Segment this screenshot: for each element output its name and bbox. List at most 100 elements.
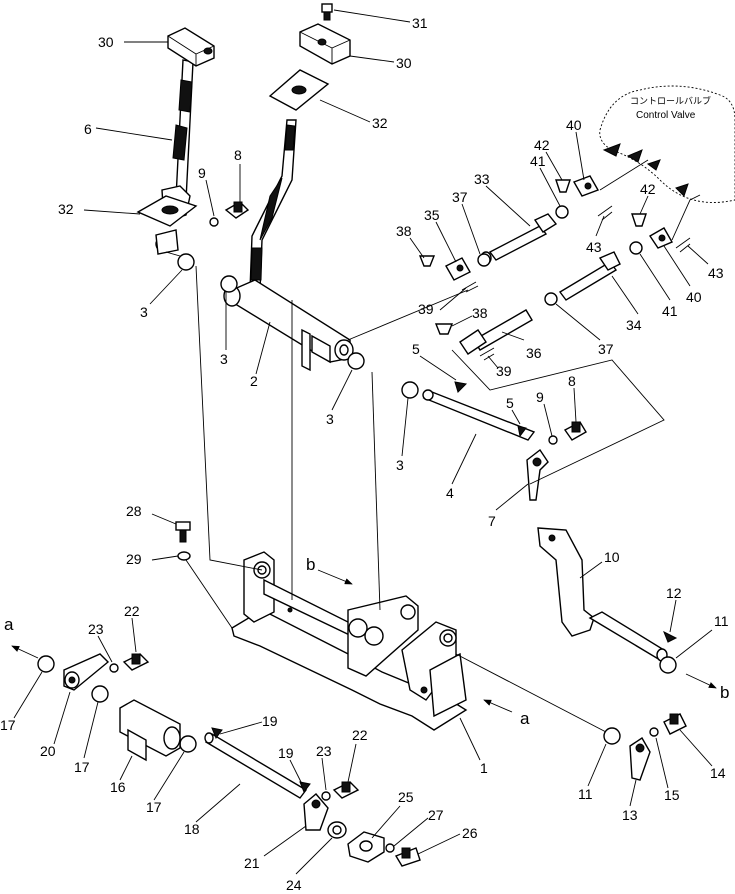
washer-24 — [327, 821, 347, 839]
valve-link-lower — [671, 194, 701, 241]
callout-42a: 42 — [534, 137, 550, 153]
callout-35: 35 — [424, 207, 440, 223]
bushing-11-upper — [659, 656, 677, 674]
callout-43b: 43 — [708, 265, 724, 281]
bushing-17-mid — [91, 685, 109, 703]
callout-17b: 17 — [74, 759, 90, 775]
callout-41a: 41 — [530, 153, 546, 169]
callout-13: 13 — [622, 807, 638, 823]
base-bracket-1 — [231, 551, 468, 731]
callout-23a: 23 — [88, 621, 104, 637]
bolt-8-lower — [548, 421, 587, 445]
nut-41-lower — [629, 241, 643, 255]
shaft-18 — [204, 727, 311, 799]
callout-15: 15 — [664, 787, 680, 803]
bolt-8-upper — [209, 201, 250, 227]
callout-27: 27 — [428, 807, 444, 823]
callout-14: 14 — [710, 765, 726, 781]
clevis-35 — [445, 257, 471, 281]
bushing-11-lower — [603, 727, 621, 745]
bolt-14 — [663, 713, 687, 735]
washer-27 — [385, 843, 395, 853]
callout-2: 2 — [250, 373, 258, 389]
view-marker-b-upper: b — [306, 555, 315, 574]
control-valve-label-en: Control Valve — [636, 110, 696, 121]
clevis-40-upper — [572, 175, 600, 197]
nut-37-upper — [477, 253, 491, 267]
bolt-31 — [321, 3, 333, 21]
callout-32a: 32 — [58, 201, 74, 217]
shaft-4 — [422, 381, 536, 441]
washer-23-left — [109, 663, 119, 673]
flange-25 — [347, 831, 385, 863]
callout-25: 25 — [398, 789, 414, 805]
bushing-3 — [177, 253, 419, 399]
knob-30-right — [299, 23, 351, 65]
callout-28: 28 — [126, 503, 142, 519]
cross-tube-2 — [223, 279, 354, 372]
callout-3c: 3 — [326, 411, 334, 427]
callout-22b: 22 — [352, 727, 368, 743]
view-marker-a-right: a — [520, 709, 530, 728]
callout-39a: 39 — [418, 301, 434, 317]
callout-3b: 3 — [220, 351, 228, 367]
washer-23-lower — [321, 791, 331, 801]
rod-33 — [480, 213, 558, 265]
callout-30a: 30 — [98, 34, 114, 50]
cotter-pin-39-lower — [479, 347, 495, 361]
callout-31: 31 — [412, 15, 428, 31]
callout-24: 24 — [286, 877, 302, 893]
callout-3a: 3 — [140, 304, 148, 320]
callout-20: 20 — [40, 743, 56, 759]
callout-5a: 5 — [412, 341, 420, 357]
boot-32-right — [268, 69, 330, 111]
bracket-16 — [119, 699, 181, 762]
callout-42b: 42 — [640, 181, 656, 197]
knob-30-left — [167, 27, 215, 67]
bolt-26 — [394, 847, 421, 867]
pin-42-lower — [631, 213, 647, 227]
washer-29 — [177, 551, 191, 561]
bushing-17-right — [179, 735, 197, 753]
callout-5b: 5 — [506, 395, 514, 411]
lever-10 — [537, 527, 678, 662]
callout-37b: 37 — [598, 341, 614, 357]
callout-7: 7 — [488, 513, 496, 529]
callout-21: 21 — [244, 855, 260, 871]
clevis-40-lower — [649, 227, 673, 249]
callout-12: 12 — [666, 585, 682, 601]
callout-41b: 41 — [662, 303, 678, 319]
bushing-17-left — [37, 655, 55, 673]
pin-38-upper — [418, 255, 436, 267]
washer-15 — [649, 727, 659, 737]
callout-11a: 11 — [714, 613, 729, 629]
bolt-22-lower — [332, 781, 360, 799]
callout-23b: 23 — [316, 743, 332, 759]
callout-9a: 9 — [198, 165, 206, 181]
callout-32b: 32 — [372, 115, 388, 131]
nut-41-upper — [555, 205, 569, 219]
cotter-pin-43-upper — [597, 205, 613, 221]
callout-26: 26 — [462, 825, 478, 841]
rod-34 — [558, 251, 621, 301]
callout-40a: 40 — [566, 117, 582, 133]
callout-36: 36 — [526, 345, 542, 361]
lever-2-shaft — [249, 119, 297, 291]
callout-33: 33 — [474, 171, 490, 187]
lever-13 — [629, 737, 651, 781]
lever-6 — [155, 59, 194, 255]
callout-3d: 3 — [396, 457, 404, 473]
control-valve-label-jp: コントロールバルブ — [630, 95, 711, 107]
callout-16: 16 — [110, 779, 126, 795]
callout-9b: 9 — [536, 389, 544, 405]
boot-32-left — [136, 195, 198, 227]
bolt-28 — [175, 521, 191, 543]
group-bracket-line — [451, 349, 665, 485]
callout-18: 18 — [184, 821, 200, 837]
callout-40b: 40 — [686, 289, 702, 305]
callout-38b: 38 — [472, 305, 488, 321]
valve-link-upper — [599, 159, 649, 191]
alignment-lines — [165, 251, 607, 733]
callout-8a: 8 — [234, 147, 242, 163]
